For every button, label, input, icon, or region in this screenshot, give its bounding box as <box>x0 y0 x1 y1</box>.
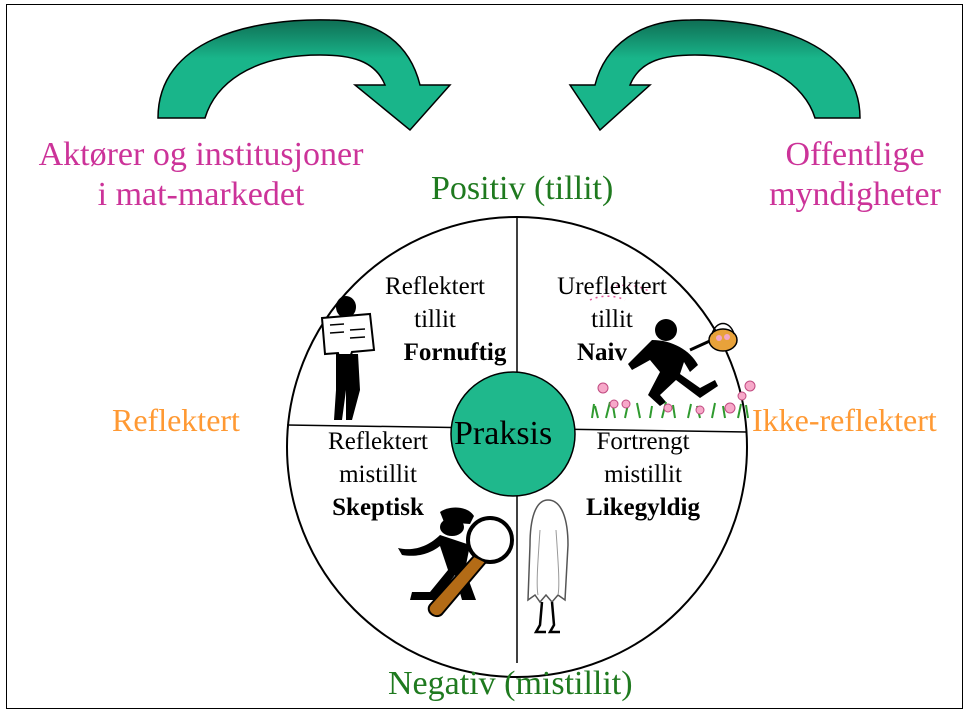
quadrant-bottom-right: Fortrengt mistillit Likegyldig <box>558 425 728 524</box>
axis-label-reflected: Reflektert <box>112 402 240 438</box>
slide-frame <box>6 4 963 709</box>
flowers-grass-icon <box>591 380 756 419</box>
newspaper-reader-icon <box>320 296 376 420</box>
actors-label-line1: Aktører og institusjoner <box>38 136 364 173</box>
quadrant-tr-bold: Naiv <box>527 336 697 369</box>
praksis-circle <box>450 371 576 497</box>
authorities-label: Offentlige myndigheter <box>755 135 955 215</box>
axis-label-negative: Negativ (mistillit) <box>388 665 633 702</box>
axis-label-positive: Positiv (tillit) <box>431 170 614 207</box>
quadrant-bl-bold: Skeptisk <box>293 491 463 524</box>
quadrant-tr-bold-text: Naiv <box>577 339 627 366</box>
praksis-label: Praksis <box>454 415 553 452</box>
right-curved-arrow <box>568 19 861 132</box>
ghost-icon <box>527 499 569 634</box>
axis-label-unreflected: Ikke-reflektert <box>752 402 937 438</box>
quadrant-tl-bold: Fornuftig <box>350 336 520 369</box>
running-figure-basket-icon <box>589 284 738 406</box>
quadrant-br-line1: Fortrengt <box>596 428 690 455</box>
quadrant-top-right: Ureflektert tillit Naiv <box>527 270 697 369</box>
quadrant-top-left: Reflektert tillit Fornuftig <box>350 270 520 369</box>
quadrant-tl-line1: Reflektert <box>385 273 485 300</box>
quadrant-bl-line2: mistillit <box>339 461 417 488</box>
quadrant-tr-line1: Ureflektert <box>557 273 667 300</box>
quadrant-bl-line1: Reflektert <box>328 428 428 455</box>
quadrant-br-line2: mistillit <box>604 461 682 488</box>
authorities-label-line1: Offentlige <box>785 136 925 173</box>
quadrant-tr-line2: tillit <box>591 306 633 333</box>
actors-label-line2: i mat-markedet <box>97 176 305 213</box>
quadrant-tl-bold-text: Fornuftig <box>403 339 507 366</box>
quadrant-br-bold: Likegyldig <box>558 491 728 524</box>
authorities-label-line2: myndigheter <box>769 176 941 213</box>
detective-magnifier-icon <box>398 507 514 618</box>
actors-label: Aktører og institusjoner i mat-markedet <box>16 135 386 215</box>
quadrant-bottom-left: Reflektert mistillit Skeptisk <box>293 425 463 524</box>
quadrant-tl-line2: tillit <box>414 306 456 333</box>
left-curved-arrow <box>157 19 452 132</box>
quadrant-bl-bold-text: Skeptisk <box>332 494 424 521</box>
quadrant-br-bold-text: Likegyldig <box>586 494 700 521</box>
